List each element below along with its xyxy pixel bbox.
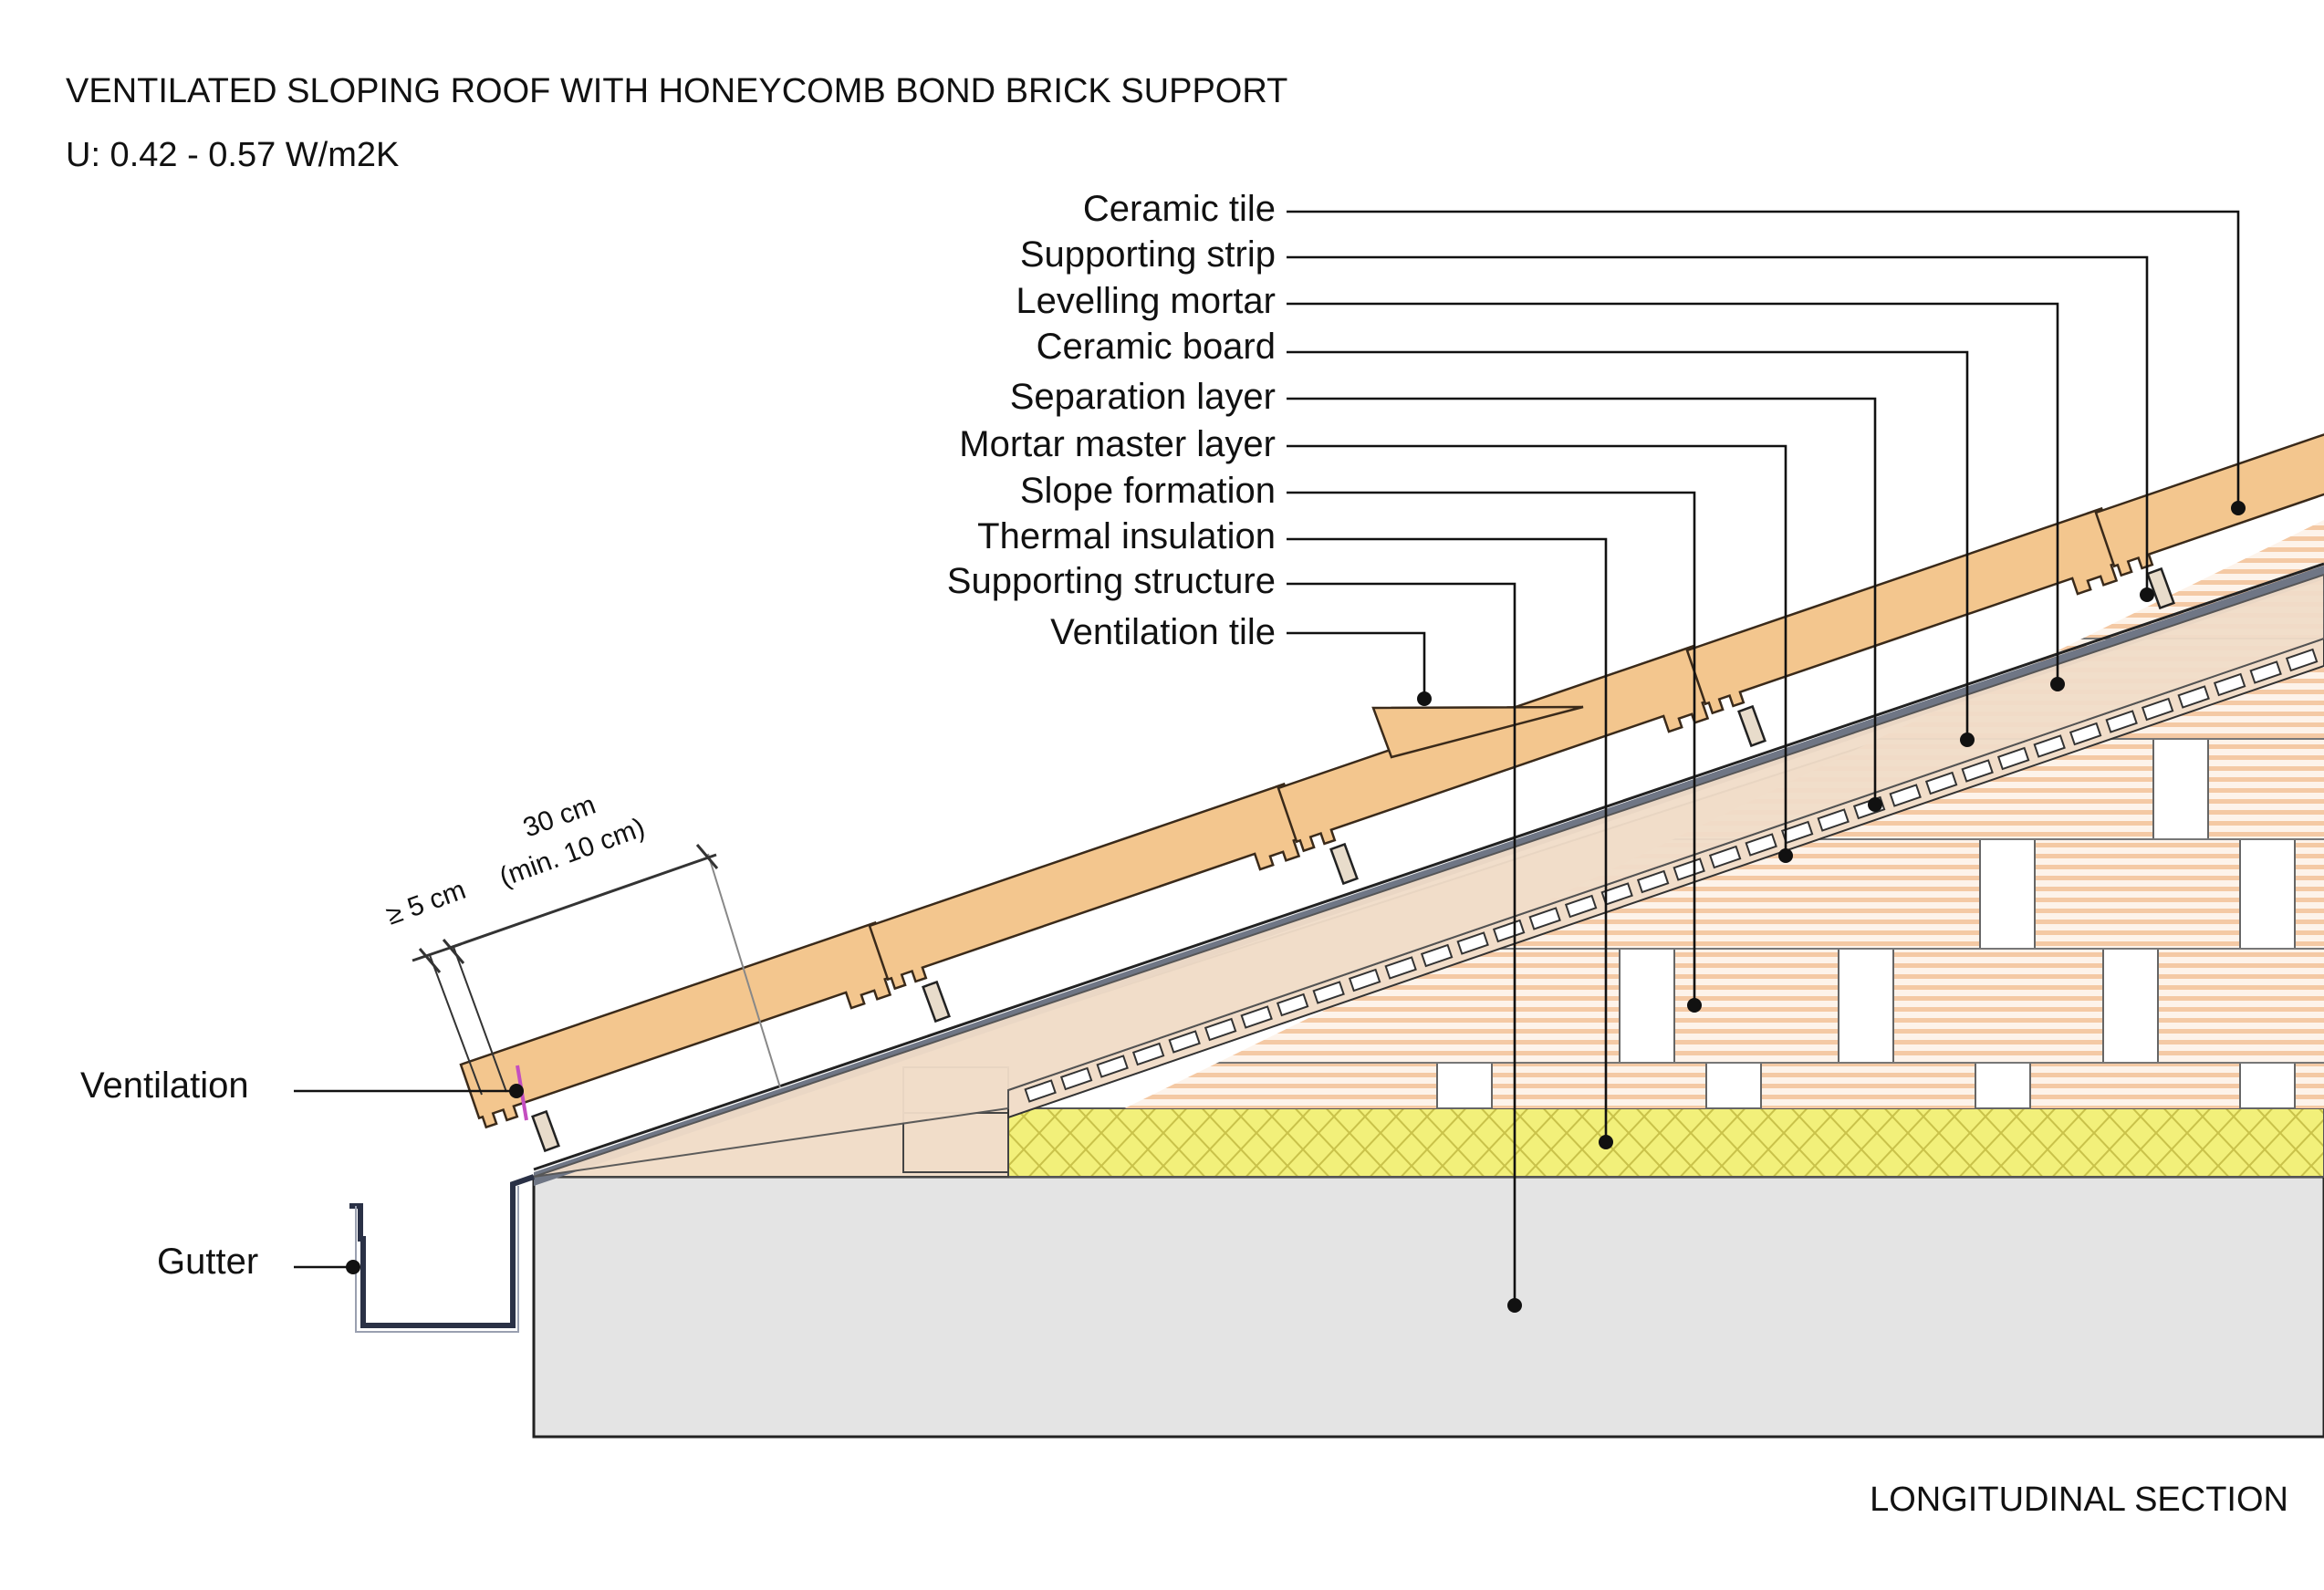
ceramic-board-cell bbox=[1961, 759, 1994, 783]
levelling-mortar bbox=[533, 573, 2324, 1178]
dimension-overhang: ≥ 5 cm bbox=[382, 875, 470, 931]
ceramic-board-cell bbox=[2105, 710, 2138, 733]
svg-text:Gutter: Gutter bbox=[157, 1242, 258, 1282]
ceramic-board-cell bbox=[2285, 648, 2319, 672]
diagram-subtitle: U: 0.42 - 0.57 W/m2K bbox=[66, 136, 399, 174]
diagram-title: VENTILATED SLOPING ROOF WITH HONEYCOMB B… bbox=[66, 72, 1287, 110]
ceramic-board-cell bbox=[1708, 845, 1742, 869]
ceramic-board-cell bbox=[1564, 894, 1598, 919]
callout-gutter: Gutter bbox=[157, 1242, 360, 1282]
ceramic-board-cell bbox=[1889, 784, 1922, 807]
callout-supporting-strip: Supporting strip bbox=[1020, 234, 2154, 602]
ceramic-board-cell bbox=[1745, 833, 1777, 857]
ceramic-board-cell bbox=[1924, 771, 1958, 795]
ceramic-board-cell bbox=[1024, 1079, 1057, 1103]
svg-text:Supporting structure: Supporting structure bbox=[947, 561, 1276, 601]
ceramic-board-cell bbox=[1096, 1055, 1129, 1078]
ceramic-board-cell bbox=[2177, 685, 2210, 709]
svg-text:Mortar master layer: Mortar master layer bbox=[959, 424, 1276, 464]
ceramic-board-cell bbox=[1276, 992, 1309, 1017]
ceramic-board-cell bbox=[1168, 1030, 1201, 1054]
svg-text:Separation layer: Separation layer bbox=[1010, 377, 1276, 417]
svg-text:Ventilation: Ventilation bbox=[80, 1065, 249, 1106]
ceramic-tile bbox=[1277, 644, 1713, 853]
ceramic-board-cell bbox=[1673, 857, 1705, 881]
ceramic-board-cell bbox=[2033, 734, 2066, 758]
callout-mortar-master-layer: Mortar master layer bbox=[959, 424, 1793, 863]
ceramic-board-cell bbox=[1131, 1042, 1165, 1066]
dimension-lines bbox=[412, 844, 781, 1096]
svg-text:Ceramic tile: Ceramic tile bbox=[1083, 189, 1276, 229]
callout-levelling-mortar: Levelling mortar bbox=[1016, 281, 2065, 691]
ceramic-tiles bbox=[459, 369, 2324, 1129]
ceramic-board-cell bbox=[1817, 808, 1850, 832]
svg-text:Supporting strip: Supporting strip bbox=[1020, 234, 1276, 275]
callout-thermal-insulation: Thermal insulation bbox=[977, 516, 1613, 1149]
ceramic-board-cell bbox=[1384, 956, 1417, 980]
supporting-strips bbox=[531, 566, 2175, 1153]
ceramic-board-cell bbox=[1240, 1005, 1273, 1029]
svg-text:Ventilation tile: Ventilation tile bbox=[1050, 612, 1276, 652]
ceramic-board-cell bbox=[2141, 697, 2174, 722]
svg-text:Slope formation: Slope formation bbox=[1020, 471, 1276, 511]
ceramic-board-cell bbox=[2213, 672, 2246, 697]
svg-text:Ceramic board: Ceramic board bbox=[1037, 327, 1276, 367]
ceramic-board-cell bbox=[2069, 722, 2102, 746]
ceramic-board-cell bbox=[1996, 746, 2030, 771]
ceramic-board-cell bbox=[1348, 968, 1381, 992]
thermal-insulation-layer bbox=[1007, 1107, 2324, 1178]
supporting-structure-concrete bbox=[532, 1175, 2324, 1439]
ceramic-board-cell bbox=[1420, 943, 1454, 968]
callout-ventilation-tile: Ventilation tile bbox=[1050, 612, 1432, 706]
section-label: LONGITUDINAL SECTION bbox=[1870, 1481, 2288, 1519]
ceramic-board-cell bbox=[1636, 869, 1670, 894]
ceramic-board-cell bbox=[1492, 919, 1526, 943]
ceramic-board-cell bbox=[1780, 820, 1814, 845]
callout-separation-layer: Separation layer bbox=[1010, 377, 1882, 812]
ceramic-board bbox=[1007, 637, 2324, 1119]
ceramic-board-cell bbox=[1204, 1017, 1237, 1042]
ceramic-tile bbox=[2094, 369, 2324, 577]
callout-ceramic-tile: Ceramic tile bbox=[1083, 189, 2246, 515]
ceramic-board-cell bbox=[2249, 660, 2282, 684]
ceramic-board-cell bbox=[1456, 931, 1489, 955]
ceramic-tile bbox=[868, 782, 1304, 991]
svg-text:Thermal insulation: Thermal insulation bbox=[977, 516, 1276, 556]
mortar-master-line bbox=[533, 562, 2324, 1171]
ceramic-tile bbox=[459, 920, 895, 1129]
callout-ventilation: Ventilation bbox=[80, 1065, 524, 1106]
ceramic-tile bbox=[1685, 506, 2121, 715]
svg-text:Levelling mortar: Levelling mortar bbox=[1016, 281, 1276, 321]
callout-supporting-structure: Supporting structure bbox=[947, 561, 1522, 1313]
ceramic-board-cell bbox=[1059, 1066, 1093, 1091]
callout-ceramic-board: Ceramic board bbox=[1037, 327, 1975, 747]
callout-slope-formation: Slope formation bbox=[1020, 471, 1702, 1013]
ceramic-board-cell bbox=[1600, 882, 1633, 906]
ceramic-board-cell bbox=[1312, 981, 1345, 1004]
ceramic-board-cell bbox=[1528, 907, 1561, 930]
gutter bbox=[349, 1174, 535, 1328]
ventilation-tile bbox=[1371, 705, 1584, 759]
